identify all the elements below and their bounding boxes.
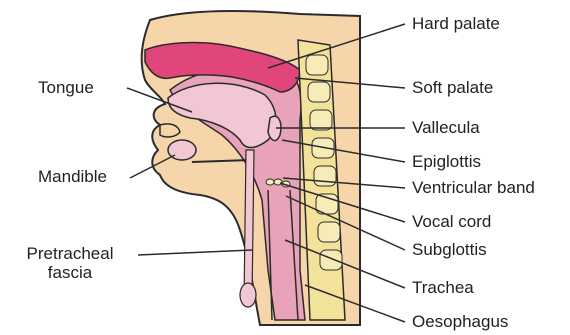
label-vocal-cord: Vocal cord [412,212,491,231]
label-mandible: Mandible [38,167,107,186]
label-pretracheal-line1: Pretracheal [10,244,130,263]
label-epiglottis: Epiglottis [412,152,481,171]
thyroid-gland-shape [240,283,256,307]
label-soft-palate: Soft palate [412,78,493,97]
label-subglottis: Subglottis [412,240,487,259]
pretracheal-fascia-shape [244,150,254,300]
label-vallecula: Vallecula [412,118,480,137]
label-oesophagus: Oesophagus [412,312,508,331]
label-pretracheal-line2: fascia [10,263,130,282]
label-hard-palate: Hard palate [412,14,500,33]
label-tongue: Tongue [38,78,94,97]
label-pretracheal-fascia: Pretracheal fascia [10,244,130,282]
label-ventricular-band: Ventricular band [412,178,535,197]
label-trachea: Trachea [412,278,474,297]
